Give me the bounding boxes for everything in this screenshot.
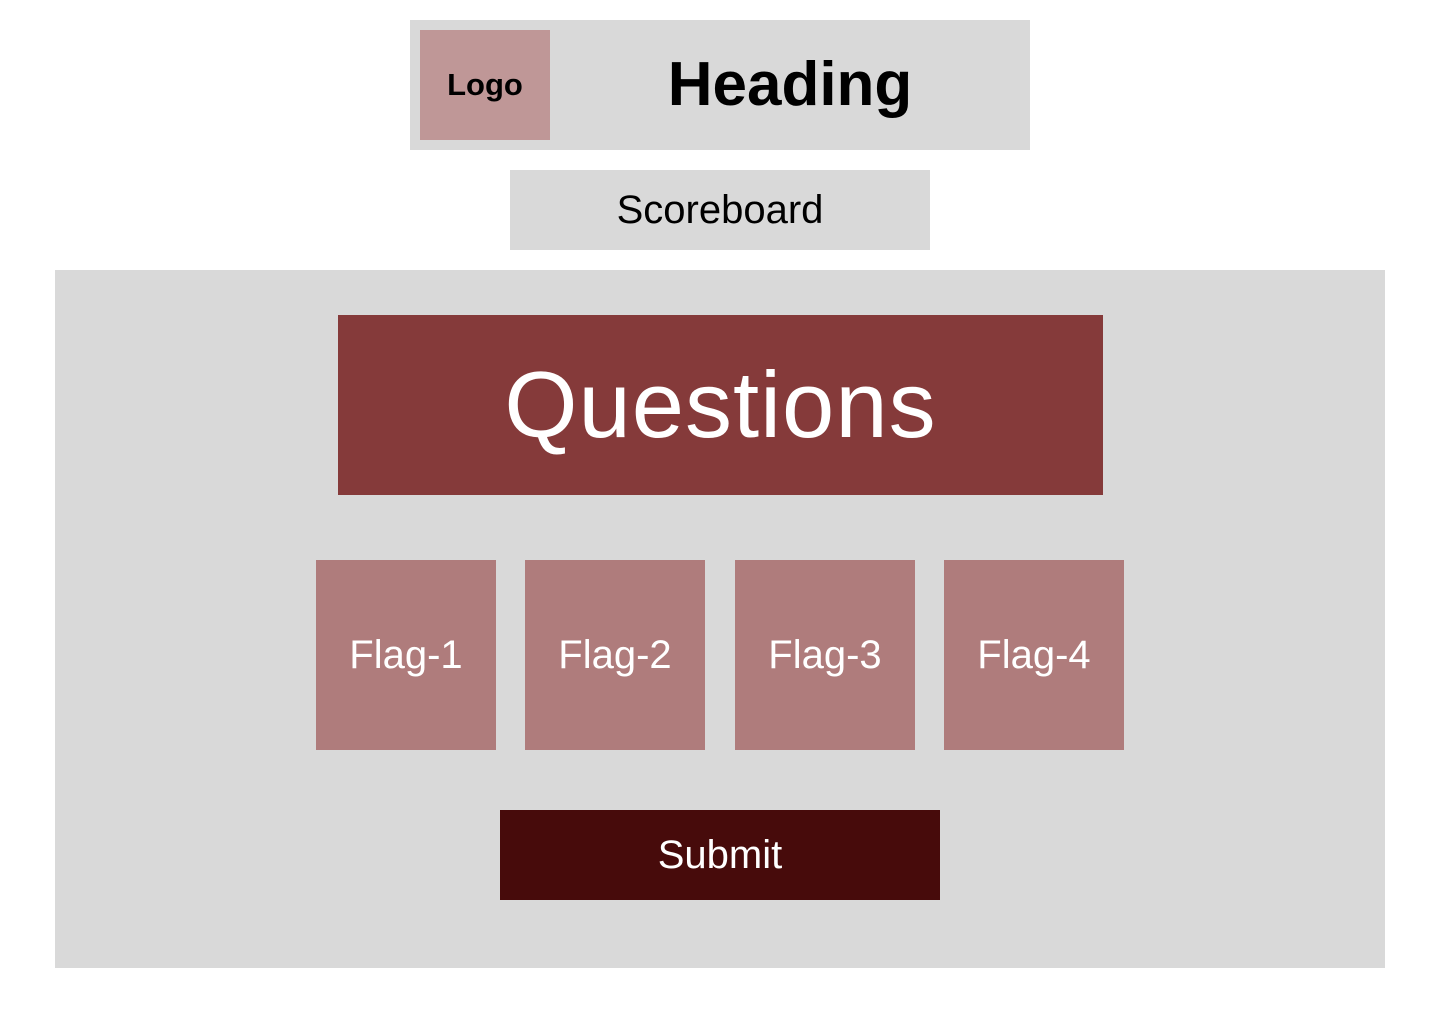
flag-4-button[interactable]: Flag-4 xyxy=(944,560,1124,750)
page-heading: Heading xyxy=(667,50,913,119)
logo[interactable]: Logo xyxy=(420,30,550,140)
submit-button[interactable]: Submit xyxy=(500,810,940,900)
scoreboard-button[interactable]: Scoreboard xyxy=(510,170,930,250)
flag-3-button[interactable]: Flag-3 xyxy=(735,560,915,750)
questions-panel: Questions Flag-1 Flag-2 Flag-3 Flag-4 Su… xyxy=(55,270,1385,968)
flag-2-button[interactable]: Flag-2 xyxy=(525,560,705,750)
header: Logo Heading xyxy=(410,20,1030,150)
questions-banner: Questions xyxy=(338,315,1103,495)
flag-1-button[interactable]: Flag-1 xyxy=(316,560,496,750)
